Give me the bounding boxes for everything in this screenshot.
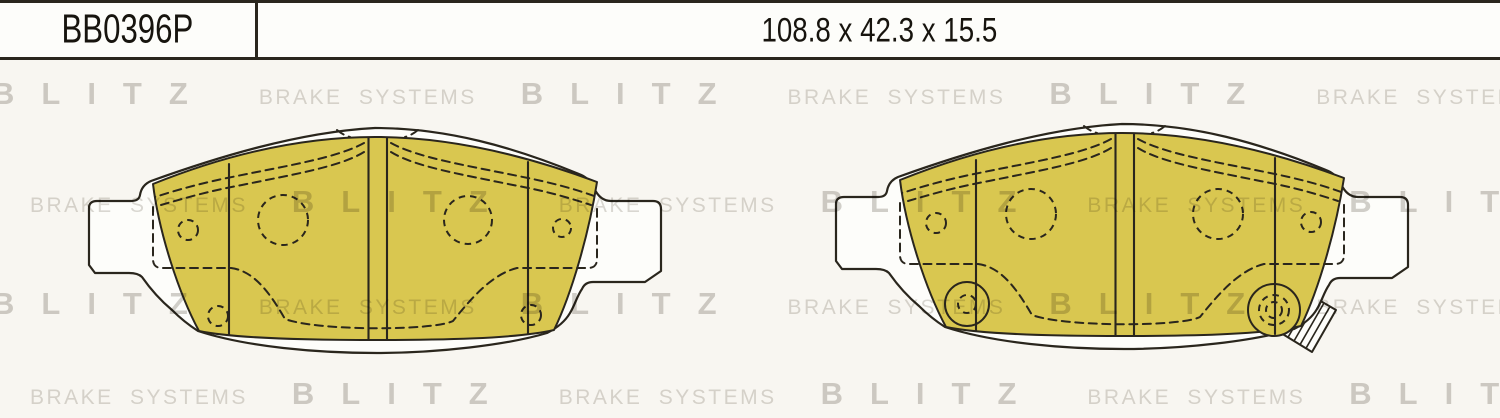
chamfer-hidden-line <box>390 142 598 198</box>
hole-dashed-circle <box>443 195 493 245</box>
watermark-row: BLITZ BRAKE SYSTEMS BLITZ BRAKE SYSTEMS … <box>0 76 1500 112</box>
friction-pad <box>152 136 598 341</box>
chamfer-hidden-line <box>1137 147 1339 202</box>
watermark-brand: BLITZ <box>1349 376 1500 411</box>
watermark-brand: BLITZ <box>0 76 215 111</box>
hole-dashed-circle <box>177 219 199 241</box>
dimensions-cell: 108.8 x 42.3 x 15.5 <box>258 3 1500 57</box>
hole-dashed-circle <box>1300 211 1322 233</box>
slot-top-hidden-line <box>336 129 351 138</box>
part-number: BB0396P <box>61 7 194 52</box>
watermark-tagline: BRAKE SYSTEMS <box>1316 86 1500 109</box>
watermark-tagline: BRAKE SYSTEMS <box>258 86 477 109</box>
chamfer-hidden-line <box>160 151 365 206</box>
brake-pad-drawing-left <box>87 126 663 355</box>
hole-dashed-circle <box>552 218 572 238</box>
watermark-tagline: BRAKE SYSTEMS <box>787 86 1006 109</box>
hole-dashed-circle <box>520 304 542 326</box>
watermark-row: BRAKE SYSTEMS BLITZ BRAKE SYSTEMS BLITZ … <box>30 376 1500 412</box>
watermark-brand: BLITZ <box>520 76 744 111</box>
damper-disc <box>944 281 990 327</box>
hidden-plate-contour <box>899 202 1345 326</box>
watermark-brand: BLITZ <box>1049 76 1273 111</box>
hole-dashed-circle <box>1192 188 1244 240</box>
chamfer-hidden-line <box>907 147 1112 202</box>
watermark-tagline: BRAKE SYSTEMS <box>30 386 248 409</box>
brake-pad-drawing-right <box>834 122 1410 353</box>
chamfer-hidden-line <box>390 151 592 206</box>
chamfer-hidden-line <box>154 142 365 198</box>
watermark-brand: BLITZ <box>291 376 515 411</box>
header-bar: BB0396P 108.8 x 42.3 x 15.5 <box>0 0 1500 60</box>
hole-dashed-circle <box>1005 188 1057 240</box>
slot-top-hidden-line <box>1151 125 1166 134</box>
slot-top-hidden-line <box>1083 125 1098 134</box>
part-number-cell: BB0396P <box>0 3 258 57</box>
pad-dimensions: 108.8 x 42.3 x 15.5 <box>761 10 997 49</box>
watermark-tagline: BRAKE SYSTEMS <box>1087 386 1306 409</box>
chamfer-hidden-line <box>1137 138 1345 194</box>
watermark-brand: BLITZ <box>820 376 1044 411</box>
chamfer-hidden-line <box>901 138 1112 194</box>
hole-dashed-circle <box>257 194 309 246</box>
watermark-tagline: BRAKE SYSTEMS <box>558 386 777 409</box>
hole-dashed-circle <box>925 212 947 234</box>
hidden-plate-contour <box>152 206 598 330</box>
slot-top-hidden-line <box>404 129 419 138</box>
